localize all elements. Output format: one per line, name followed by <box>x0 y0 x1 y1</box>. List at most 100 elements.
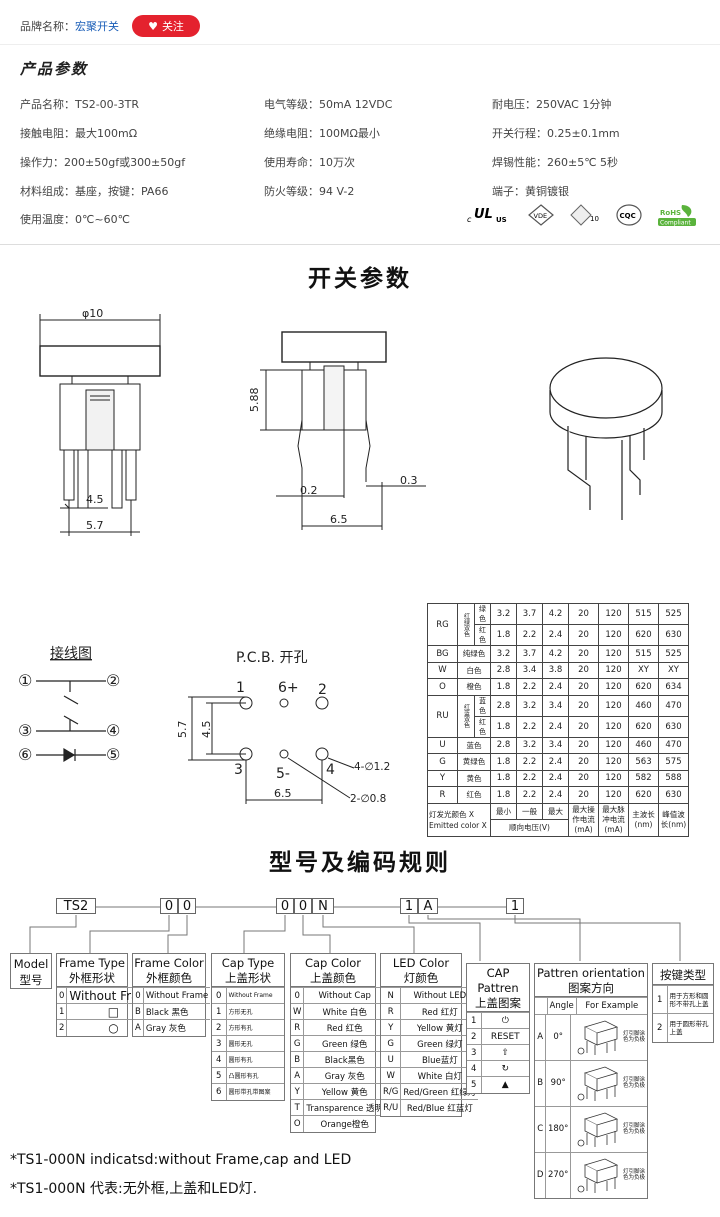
switch-params-title: 开关参数 <box>308 266 412 292</box>
orientation-example-icon: 灯引脚涂色为负极 <box>571 1063 647 1103</box>
led-color-code: Y <box>427 769 458 787</box>
led-value: 20 <box>568 694 599 717</box>
led-color-cn: 红绿双色 <box>457 603 475 646</box>
brand-label: 品牌名称： <box>20 20 75 33</box>
led-color-code: RG <box>427 603 458 646</box>
led-value: 2.8 <box>490 736 517 754</box>
code-value: Gray 灰色 <box>303 1067 386 1084</box>
led-footer-ip: 最大脉冲电流(mA) <box>598 802 629 837</box>
led-value: 630 <box>658 624 689 646</box>
svg-text:4.5: 4.5 <box>200 721 213 739</box>
code-key: 3 <box>212 1035 227 1052</box>
svg-text:③: ③ <box>18 721 32 740</box>
led-color-cn: 橙色 <box>457 678 491 696</box>
code-key: 1 <box>467 1012 482 1029</box>
led-value: 20 <box>568 678 599 696</box>
code-value: Transparence 透明 <box>303 1099 386 1116</box>
svg-text:2-∅0.8: 2-∅0.8 <box>350 793 386 805</box>
code-value: 凸圆形有孔 <box>226 1067 284 1084</box>
led-value: 630 <box>658 715 689 738</box>
code-key: R <box>291 1019 305 1036</box>
led-value: 20 <box>568 603 599 625</box>
led-value: 120 <box>598 661 629 679</box>
led-value: 2.4 <box>542 678 569 696</box>
code-key: T <box>291 1099 305 1116</box>
spec-electrical: 电气等级：50mA 12VDC <box>264 98 393 111</box>
led-color-code: BG <box>427 645 458 663</box>
code-value: RESET <box>481 1028 529 1045</box>
svg-text:5.7: 5.7 <box>86 519 104 532</box>
code-key: A <box>133 1019 144 1036</box>
svg-text:6.5: 6.5 <box>274 787 292 800</box>
led-value: 575 <box>658 753 689 771</box>
spec-flame: 防火等级：94 V-2 <box>264 185 355 198</box>
spec-insulation: 绝缘电阻：100MΩ最小 <box>264 127 380 140</box>
cap-pattern-row: 3⇧ <box>467 1044 529 1061</box>
orientation-angle: 270° <box>546 1152 571 1198</box>
led-value: 20 <box>568 786 599 804</box>
led-value: 2.8 <box>490 661 517 679</box>
spec-life: 使用寿命：10万次 <box>264 156 355 169</box>
orientation-note: 灯引脚涂色为负极 <box>623 1169 646 1181</box>
code-rules-title: 型号及编码规则 <box>269 850 451 876</box>
svg-text:Compliant: Compliant <box>660 220 691 227</box>
follow-label: 关注 <box>161 20 184 33</box>
code-value: White 白灯 <box>400 1067 479 1084</box>
code-key: 0 <box>57 987 68 1004</box>
code-key: 5 <box>212 1067 227 1084</box>
orientation-note: 灯引脚涂色为负极 <box>623 1123 646 1135</box>
led-value: 630 <box>658 786 689 804</box>
led-value: 620 <box>628 624 659 646</box>
product-card: 品牌名称：宏聚开关 ♥ 关注 产品参数 产品名称：TS2-00-3TR 电气等级… <box>0 0 720 245</box>
led-color-code: R <box>427 786 458 804</box>
code-box-pattern: 1 <box>400 898 418 914</box>
led-value: 2.2 <box>516 715 543 738</box>
code-box-led-color: N <box>312 898 334 914</box>
led-color-cn: 蓝色 <box>457 736 491 754</box>
svg-text:UL: UL <box>474 207 493 222</box>
svg-text:5.88: 5.88 <box>248 388 261 413</box>
code-box-series: TS2 <box>56 898 96 914</box>
svg-text:4.5: 4.5 <box>86 493 104 506</box>
svg-text:⑥: ⑥ <box>18 745 32 764</box>
led-value: 2.4 <box>542 753 569 771</box>
led-footer-pk: 峰值波长(nm) <box>658 802 689 837</box>
code-key: G <box>381 1035 402 1052</box>
led-value: 20 <box>568 624 599 646</box>
brand-name-link[interactable]: 宏聚开关 <box>75 20 119 33</box>
orientation-angle: 180° <box>546 1106 571 1152</box>
led-value: 3.4 <box>542 736 569 754</box>
led-value: 620 <box>628 786 659 804</box>
led-value: 1.8 <box>490 624 517 646</box>
svg-text:RoHS: RoHS <box>660 209 681 217</box>
orientation-key: C <box>535 1106 547 1152</box>
orientation-angle: 90° <box>546 1060 571 1106</box>
led-value: 120 <box>598 603 629 625</box>
led-sub-color: 绿色 <box>474 603 491 625</box>
svg-text:10: 10 <box>590 215 599 223</box>
follow-button[interactable]: ♥ 关注 <box>132 15 200 37</box>
led-color-code: W <box>427 661 458 679</box>
svg-text:1: 1 <box>236 680 245 696</box>
code-key: 6 <box>212 1083 227 1100</box>
led-value: 120 <box>598 786 629 804</box>
orientation-example-icon: 灯引脚涂色为负极 <box>571 1155 647 1195</box>
orientation-example-icon: 灯引脚涂色为负极 <box>571 1109 647 1149</box>
svg-text:6.5: 6.5 <box>330 513 348 526</box>
orientation-key: D <box>535 1152 547 1198</box>
code-value: Without Frame <box>143 987 211 1004</box>
